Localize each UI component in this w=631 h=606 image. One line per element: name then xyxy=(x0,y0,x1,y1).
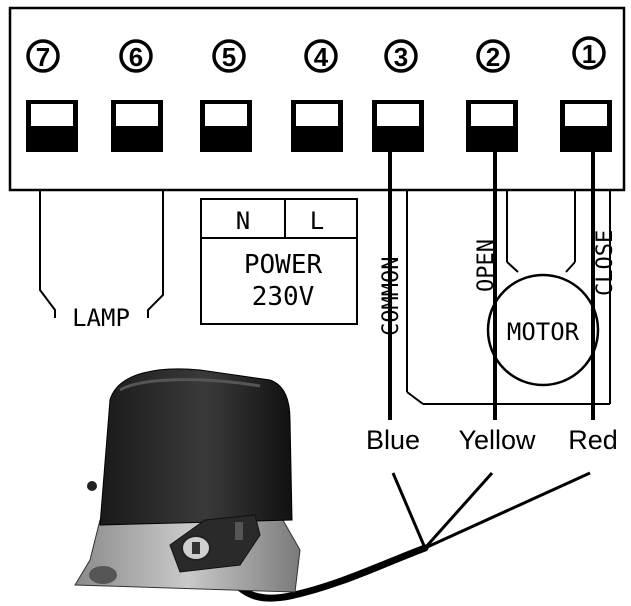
yellow-wire-label: Yellow xyxy=(458,425,536,455)
lamp-wire-right xyxy=(147,190,164,318)
terminal-slot xyxy=(471,104,513,126)
terminal-number: 2 xyxy=(486,42,500,72)
power-title: POWER xyxy=(244,250,323,280)
terminal-6: 6 xyxy=(111,39,163,152)
housing-highlight xyxy=(119,378,261,392)
terminal-slot xyxy=(116,104,158,126)
terminal-4: 4 xyxy=(291,39,343,152)
side-knob xyxy=(87,481,97,491)
terminal-slot xyxy=(205,104,247,126)
terminal-number: 4 xyxy=(314,42,329,72)
motor-circle xyxy=(486,273,600,387)
motor-housing xyxy=(99,368,293,526)
release-lever xyxy=(235,522,243,540)
terminal-block xyxy=(8,6,626,192)
terminal-number: 3 xyxy=(394,42,408,72)
close-rail-inner xyxy=(565,261,576,273)
terminal-3: 3 xyxy=(372,39,424,152)
terminal-number-circle xyxy=(476,39,510,73)
terminal-slot xyxy=(31,104,73,126)
lamp-connection: LAMP xyxy=(39,190,164,332)
open-rail xyxy=(506,261,519,273)
terminal-1: 1 xyxy=(560,36,612,152)
terminal-5: 5 xyxy=(200,39,252,152)
close-wire-label: CLOSE xyxy=(593,230,618,296)
terminal-number: 7 xyxy=(36,42,50,72)
terminal-2: 2 xyxy=(466,39,518,152)
power-live-label: L xyxy=(310,207,324,235)
key-slot xyxy=(192,542,200,554)
terminal-number-circle xyxy=(572,36,606,70)
terminal-number: 1 xyxy=(582,39,596,69)
terminal-slot xyxy=(565,104,607,126)
mount-hole xyxy=(89,566,117,584)
terminal-slot xyxy=(377,104,419,126)
cable-bundle xyxy=(228,471,591,602)
lamp-wire-left xyxy=(39,190,56,318)
terminal-number-circle xyxy=(384,39,418,73)
common-rail xyxy=(406,391,424,405)
terminal-number: 6 xyxy=(129,42,143,72)
blue-wire-label: Blue xyxy=(366,425,420,455)
motor-cable xyxy=(228,544,429,602)
terminal-slot xyxy=(296,104,338,126)
power-box-outline xyxy=(200,198,358,325)
gate-motor-illustration xyxy=(74,368,301,593)
terminal-number-circle xyxy=(304,39,338,73)
red-wire-label: Red xyxy=(568,425,618,455)
red-wire-lead xyxy=(424,471,591,550)
terminal-number-circle xyxy=(119,39,153,73)
lamp-label: LAMP xyxy=(72,304,130,332)
terminal-number-circle xyxy=(26,39,60,73)
power-box: N L POWER 230V xyxy=(200,198,358,325)
yellow-wire-lead xyxy=(423,472,494,549)
terminal-number-circle xyxy=(212,39,246,73)
power-neutral-label: N xyxy=(236,207,250,235)
terminal-number: 5 xyxy=(222,42,236,72)
motor-label: MOTOR xyxy=(507,318,580,346)
terminal-7: 7 xyxy=(26,39,78,152)
motor-symbol: MOTOR xyxy=(486,273,600,387)
blue-wire-lead xyxy=(391,472,427,549)
power-voltage: 230V xyxy=(252,282,315,312)
motor-wiring-rails xyxy=(406,190,611,405)
